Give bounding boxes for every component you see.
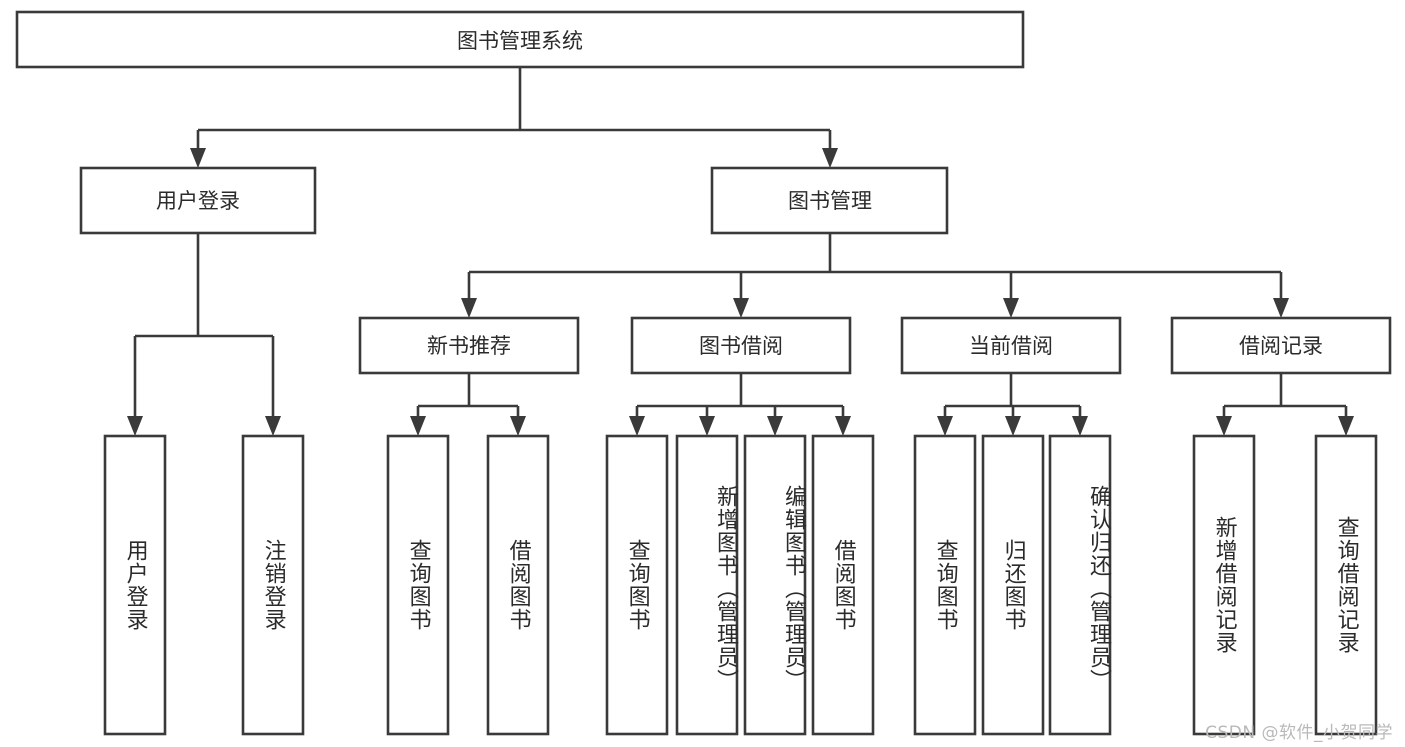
node-book-borrow-box[interactable] xyxy=(630,316,852,375)
arrow-head-icon xyxy=(1273,298,1289,318)
arrow-head-icon xyxy=(937,416,953,436)
node-current-borrow[interactable]: 当前借阅 xyxy=(900,316,1122,375)
leaf-box-query-book-borrow[interactable] xyxy=(605,434,669,736)
leaf-box-borrow-book[interactable] xyxy=(811,434,875,736)
arrow-head-icon xyxy=(767,416,783,436)
arrow-head-icon xyxy=(410,416,426,436)
arrow-head-icon xyxy=(835,416,851,436)
node-current-borrow-box[interactable] xyxy=(900,316,1122,375)
connector-newbook-to-leaves xyxy=(410,373,526,436)
connector-root-to-level2 xyxy=(190,67,838,168)
arrow-head-icon xyxy=(1003,298,1019,318)
node-user-login-label: 用户登录 xyxy=(156,189,240,213)
arrow-head-icon xyxy=(1216,416,1232,436)
arrow-head-icon xyxy=(265,416,281,436)
arrow-head-icon xyxy=(461,298,477,318)
node-borrow-record[interactable]: 借阅记录 xyxy=(1170,316,1392,375)
node-borrow-record-label: 借阅记录 xyxy=(1239,334,1323,358)
node-root-label: 图书管理系统 xyxy=(457,29,583,53)
arrow-head-icon xyxy=(190,148,206,168)
node-root-book-management-system[interactable]: 图书管理系统 xyxy=(15,10,1025,69)
node-book-borrow-label: 图书借阅 xyxy=(699,334,783,358)
leaf-box-confirm-return-admin[interactable] xyxy=(1048,434,1112,736)
node-root-box[interactable] xyxy=(15,10,1025,69)
leaf-box-query-borrow-record[interactable] xyxy=(1314,434,1378,736)
arrow-head-icon xyxy=(1338,416,1354,436)
node-book-management-label: 图书管理 xyxy=(788,189,872,213)
node-new-book-recommend[interactable]: 新书推荐 xyxy=(358,316,580,375)
leaf-box-return-book[interactable] xyxy=(981,434,1045,736)
leaf-box-add-borrow-record[interactable] xyxy=(1192,434,1256,736)
connector-bookmgmt-to-level3 xyxy=(461,233,1289,318)
leaf-box-edit-book-admin[interactable] xyxy=(743,434,807,736)
csdn-watermark: CSDN @软件_小贺同学 xyxy=(1205,723,1393,743)
leaf-box-borrow-book-recommend[interactable] xyxy=(486,434,550,736)
node-book-management[interactable]: 图书管理 xyxy=(710,166,949,235)
leaf-box-query-book-recommend[interactable] xyxy=(386,434,450,736)
leaf-box-query-book-current[interactable] xyxy=(913,434,977,736)
node-new-book-recommend-label: 新书推荐 xyxy=(427,334,511,358)
connector-currentborrow-to-leaves xyxy=(937,373,1088,436)
arrow-head-icon xyxy=(1005,416,1021,436)
connector-borrowrecord-to-leaves xyxy=(1216,373,1354,436)
arrow-head-icon xyxy=(510,416,526,436)
leaf-box-logout[interactable] xyxy=(241,434,305,736)
arrow-head-icon xyxy=(822,148,838,168)
node-user-login[interactable]: 用户登录 xyxy=(79,166,317,235)
leaf-box-add-book-admin[interactable] xyxy=(675,434,739,736)
node-book-management-box[interactable] xyxy=(710,166,949,235)
node-current-borrow-label: 当前借阅 xyxy=(969,334,1053,358)
node-user-login-box[interactable] xyxy=(79,166,317,235)
node-new-book-recommend-box[interactable] xyxy=(358,316,580,375)
connector-userlogin-to-leaves xyxy=(127,233,281,436)
connector-bookborrow-to-leaves xyxy=(629,373,851,436)
arrow-head-icon xyxy=(629,416,645,436)
node-book-borrow[interactable]: 图书借阅 xyxy=(630,316,852,375)
node-borrow-record-box[interactable] xyxy=(1170,316,1392,375)
leaf-box-user-login[interactable] xyxy=(103,434,167,736)
arrow-head-icon xyxy=(699,416,715,436)
arrow-head-icon xyxy=(127,416,143,436)
arrow-head-icon xyxy=(733,298,749,318)
arrow-head-icon xyxy=(1072,416,1088,436)
